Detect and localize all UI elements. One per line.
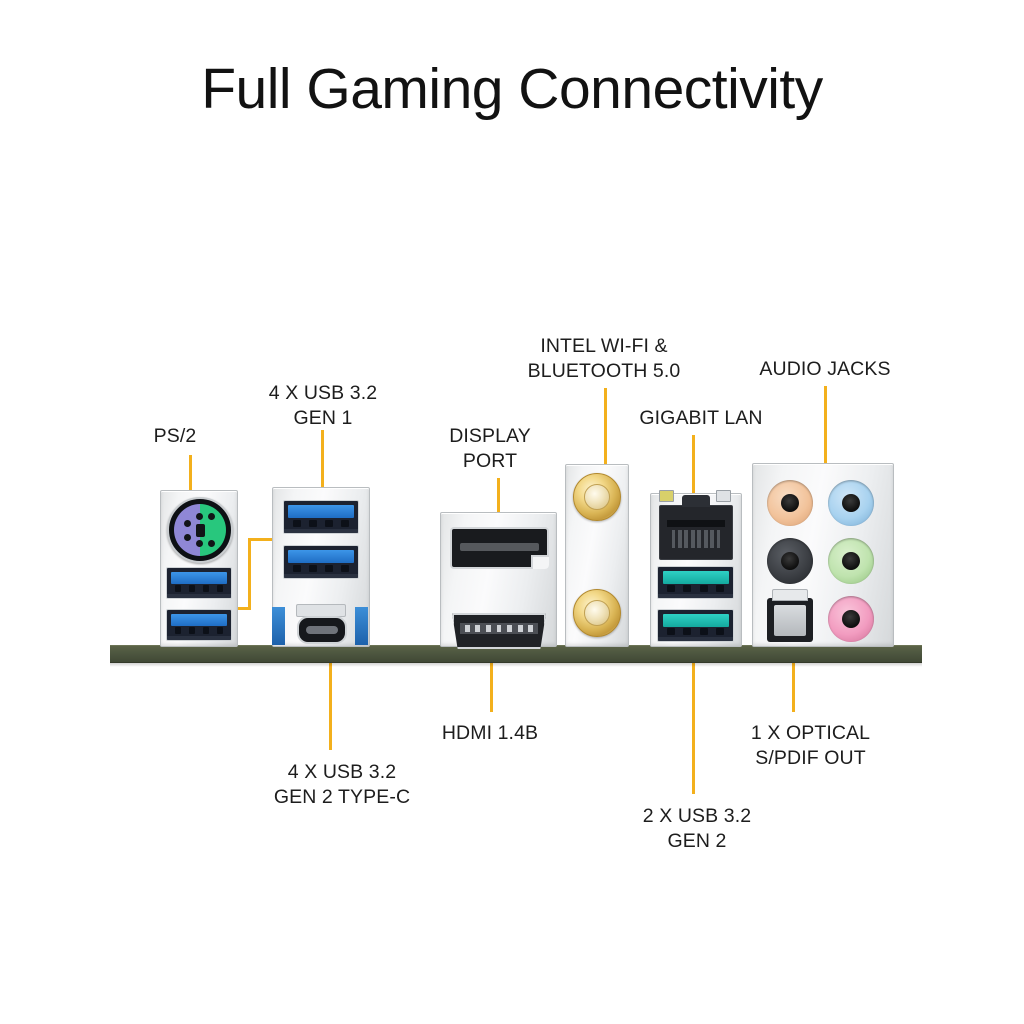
callout-label-hdmi: HDMI 1.4B [441, 722, 539, 744]
ps2-pin [184, 520, 191, 527]
displayport-port[interactable] [450, 527, 549, 569]
usb-lip [284, 573, 358, 578]
callout-label-displayport: DISPLAY PORT [449, 425, 531, 472]
leader-line-usb32gen1 [321, 430, 324, 528]
usb-pins [292, 519, 350, 527]
callout-label-lan: GIGABIT LAN [639, 407, 763, 429]
ps2-pin [184, 534, 191, 541]
gigabit-lan-port[interactable] [659, 495, 733, 560]
page-title: Full Gaming Connectivity [201, 57, 823, 121]
pcb-shadow [110, 662, 922, 667]
callout-label-ps2: PS/2 [153, 425, 197, 447]
leader-line-displayport [497, 478, 500, 544]
callout-label-wifi: INTEL WI-FI & BLUETOOTH 5.0 [527, 335, 681, 382]
usb-lip [658, 593, 733, 598]
usb-pins [174, 585, 224, 592]
audio-jack-line-in[interactable] [828, 480, 874, 526]
ps2-keyboard-half [174, 504, 200, 556]
leader-line-usb32gen2 [692, 598, 695, 794]
ps2-pin [196, 540, 203, 547]
leader-line-spdif [792, 618, 795, 712]
usb-tongue [288, 505, 354, 519]
usb-3-2-gen1-port[interactable] [283, 500, 359, 534]
optical-spdif-out-port[interactable] [767, 589, 813, 642]
spdif-shutter [774, 605, 806, 636]
ps2-pin [208, 540, 215, 547]
type-c-rail-left [272, 607, 285, 645]
usb-tongue [662, 614, 729, 627]
rj45-pins [671, 530, 721, 549]
lan-activity-led [659, 490, 674, 502]
leader-line-lan [692, 435, 695, 515]
callout-label-usb32gen1: 4 X USB 3.2 GEN 1 [268, 382, 378, 429]
usb-lip [284, 528, 358, 533]
callout-label-spdif: 1 X OPTICAL S/PDIF OUT [750, 722, 871, 769]
audio-jack-microphone[interactable] [828, 596, 874, 642]
wifi-antenna-connector-bottom[interactable] [573, 589, 621, 637]
ps2-combo-port[interactable] [167, 497, 233, 563]
usb-3-2-gen2-port[interactable] [657, 609, 734, 642]
leader-line-audio [824, 386, 827, 527]
spdif-cap [771, 589, 809, 601]
leader-line-usb32gen1-elbow-vert [248, 538, 251, 610]
usb-pins [667, 627, 724, 635]
callout-label-usb32gen2: 2 X USB 3.2 GEN 2 [642, 805, 752, 852]
callout-label-usbc: 4 X USB 3.2 GEN 2 TYPE-C [273, 761, 411, 808]
usb-pins [667, 584, 724, 592]
displayport-notch [531, 555, 549, 569]
usb-lip [167, 635, 231, 640]
usb-tongue [288, 550, 354, 564]
usb-tongue [662, 571, 729, 584]
callout-label-audio: AUDIO JACKS [759, 358, 891, 380]
usb-3-2-gen1-port[interactable] [283, 545, 359, 579]
usb-lip [658, 636, 733, 641]
ps2-pin [196, 513, 203, 520]
usb-pins [174, 627, 224, 634]
usb-3-2-gen1-port[interactable] [166, 567, 232, 599]
wifi-antenna-connector-top[interactable] [573, 473, 621, 521]
usb-lip [167, 593, 231, 598]
usb-pins [292, 564, 350, 572]
ps2-key-slot [196, 524, 205, 537]
leader-line-usbc [329, 637, 332, 750]
lan-speed-led [716, 490, 731, 502]
usb-tongue [170, 572, 228, 585]
audio-jack-line-out[interactable] [828, 538, 874, 584]
ps2-port-face [174, 504, 226, 556]
audio-jack-center-subwoofer[interactable] [767, 480, 813, 526]
usb-tongue [170, 614, 228, 627]
rj45-slot [667, 519, 725, 528]
hdmi-pins [464, 624, 534, 633]
audio-jack-side-speaker[interactable] [767, 538, 813, 584]
usb-3-2-gen2-type-c-port[interactable] [297, 616, 347, 644]
hdmi-port[interactable] [452, 613, 546, 649]
rj45-latch-tab [681, 495, 711, 507]
leader-line-hdmi [490, 637, 493, 712]
type-c-rail-right [355, 607, 368, 645]
usb-3-2-gen1-port[interactable] [166, 609, 232, 641]
ps2-pin [208, 513, 215, 520]
usb-3-2-gen2-port[interactable] [657, 566, 734, 599]
